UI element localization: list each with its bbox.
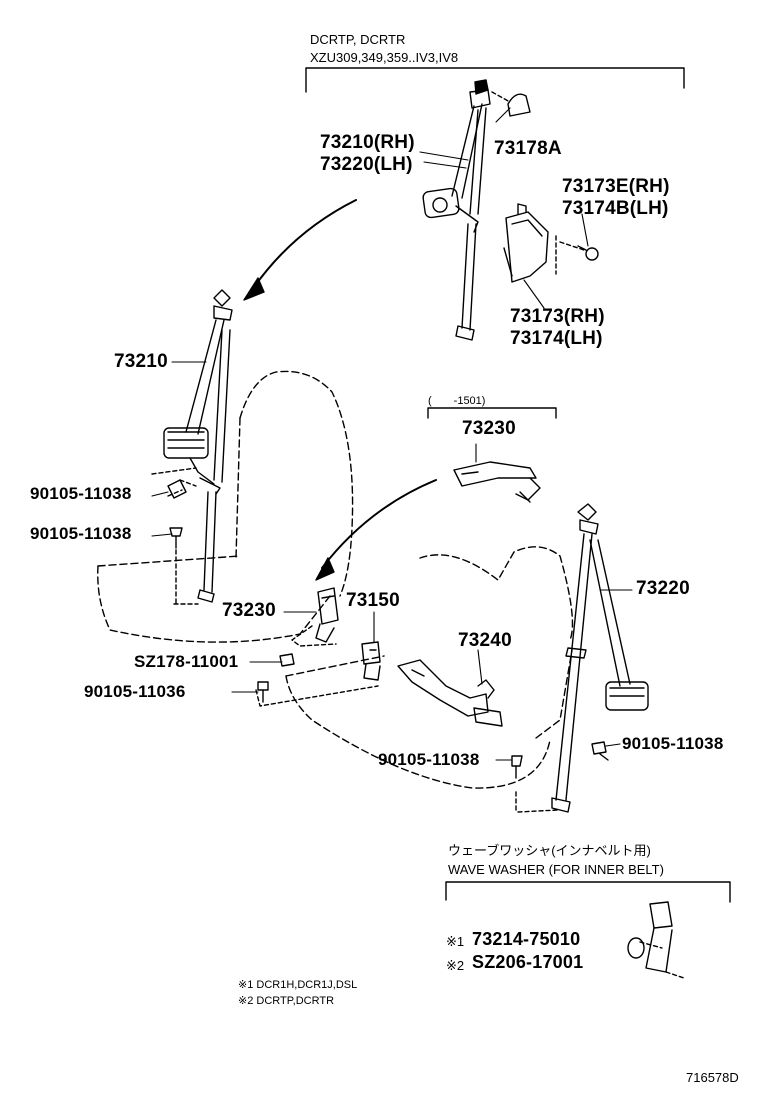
bolt-label-b: 90105-11038 [30, 524, 132, 543]
note-2: ※2 DCRTP,DCRTR [238, 995, 335, 1007]
washer-bracket [445, 881, 731, 903]
bolt-label-d: 90105-11038 [378, 750, 480, 769]
pointer-lines [151, 467, 559, 813]
washer-mark-2: ※2 [446, 958, 465, 973]
bolt-left-2 [169, 527, 183, 549]
seat-left-outline [97, 370, 354, 643]
buckle-73150 [361, 641, 381, 681]
top-belt-assembly [422, 79, 491, 341]
seat-right-outline [285, 546, 574, 789]
washer-detail [627, 901, 685, 979]
bolt-90105-11038-e [591, 741, 609, 761]
part-73210: 73210 [114, 351, 168, 372]
buckle-73230 [315, 587, 339, 643]
cap-73178a [507, 93, 531, 117]
left-belt-assembly [163, 289, 233, 603]
bolt-90105-11038-d [511, 755, 523, 779]
part-73230: 73230 [222, 600, 276, 621]
washer-item-1: 73214-75010 [472, 929, 581, 949]
range-1501: ( -1501) [428, 395, 486, 407]
variant-line2: XZU309,349,359..IV3,IV8 [310, 50, 459, 65]
washer-title-jp: ウェーブワッシャ(インナベルト用) [448, 843, 651, 858]
arrow-mid [321, 479, 437, 569]
part-73210-rh: 73210(RH) [320, 132, 415, 153]
bolt-90105-11036 [257, 681, 269, 703]
figure-id: 716578D [686, 1070, 739, 1085]
bolt-label-a: 90105-11038 [30, 484, 132, 503]
part-73178a: 73178A [494, 138, 562, 159]
bolt-left-1 [167, 479, 187, 499]
cover-73173 [503, 203, 599, 283]
leader-lines [151, 107, 633, 761]
part-73174b: 73174B(LH) [562, 198, 669, 219]
part-73173-rh: 73173(RH) [510, 306, 605, 327]
nut-sz178 [279, 653, 295, 667]
header-bracket [305, 67, 685, 93]
part-73220-lh: 73220(LH) [320, 154, 413, 175]
bolt-label-c: 90105-11036 [84, 682, 186, 701]
right-belt-assembly [551, 503, 649, 813]
part-73230-top: 73230 [462, 418, 516, 439]
washer-item-2: SZ206-17001 [472, 952, 584, 972]
range-bracket [427, 407, 557, 419]
bolt-label-e: 90105-11038 [622, 734, 724, 753]
note-1: ※1 DCR1H,DCR1J,DSL [238, 979, 358, 991]
arrow-top [251, 199, 357, 291]
part-sz178: SZ178-11001 [134, 652, 239, 671]
part-73173e: 73173E(RH) [562, 176, 670, 197]
washer-title-en: WAVE WASHER (FOR INNER BELT) [448, 862, 664, 877]
washer-mark-1: ※1 [446, 934, 465, 949]
part-73174-lh: 73174(LH) [510, 328, 603, 349]
buckle-73240 [397, 659, 503, 727]
part-73150: 73150 [346, 590, 400, 611]
part-73220: 73220 [636, 578, 690, 599]
buckle-73230-top [453, 461, 541, 503]
variant-line1: DCRTP, DCRTR [310, 32, 406, 47]
part-73240: 73240 [458, 630, 512, 651]
